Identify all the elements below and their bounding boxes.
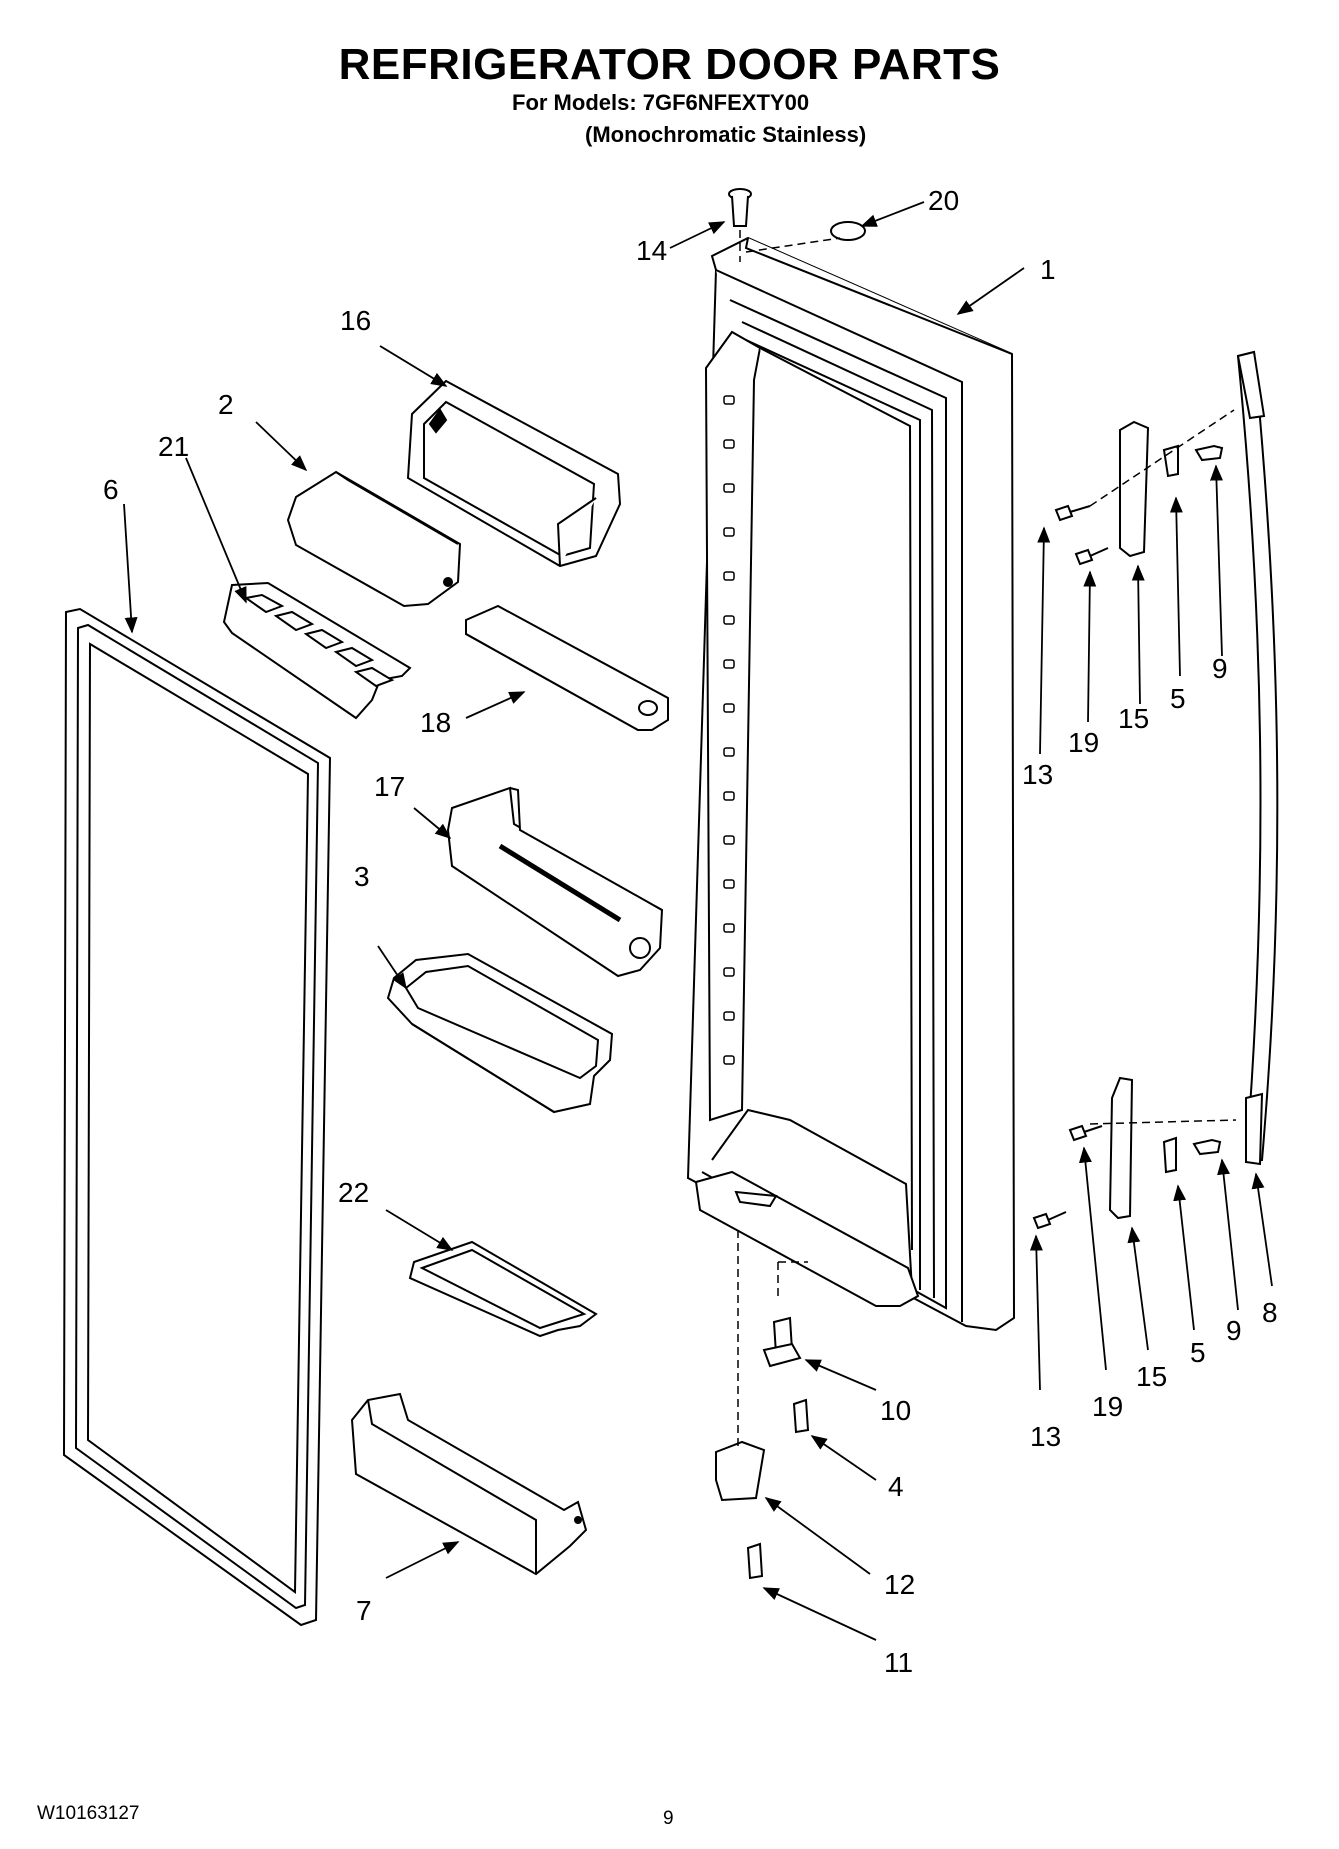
- callout-5: 5: [1170, 683, 1186, 714]
- shelf-lid-part: [286, 470, 462, 608]
- page-title: REFRIGERATOR DOOR PARTS: [338, 40, 1001, 89]
- callout-5b: 5: [1190, 1337, 1206, 1368]
- cap-part: [830, 221, 866, 241]
- top-plug-part: [728, 188, 752, 227]
- model-variant: (Monochromatic Stainless): [585, 122, 867, 147]
- door-bin-part: [446, 786, 664, 978]
- callout-9: 9: [1212, 653, 1228, 684]
- document-number: W10163127: [37, 1803, 140, 1824]
- handle-part: [1236, 350, 1279, 1166]
- callout-19: 19: [1068, 727, 1099, 758]
- callout-8: 8: [1262, 1297, 1278, 1328]
- door-shelf-slots: [723, 395, 735, 1065]
- callout-9b: 9: [1226, 1315, 1242, 1346]
- callout-21: 21: [158, 431, 189, 462]
- callout-13: 13: [1022, 759, 1053, 790]
- callout-2: 2: [218, 389, 234, 420]
- door-gasket-part: [62, 607, 332, 1627]
- callout-12: 12: [884, 1569, 915, 1600]
- callout-14: 14: [636, 235, 667, 266]
- door-bin-large-part: [386, 952, 614, 1114]
- hinge-parts: [715, 1316, 810, 1580]
- callout-15b: 15: [1136, 1361, 1167, 1392]
- door-assembly-part: [686, 236, 1016, 1332]
- callout-17: 17: [374, 771, 405, 802]
- handle-mount-lower-part: [1108, 1076, 1134, 1220]
- callout-labels: 1 2 3 4 5 5 6 7 8 9 9 10 11 12 13 13 14 …: [103, 185, 1278, 1678]
- callout-10: 10: [880, 1395, 911, 1426]
- callout-20: 20: [928, 185, 959, 216]
- callout-19b: 19: [1092, 1391, 1123, 1422]
- callout-11: 11: [884, 1647, 913, 1678]
- dairy-bin-part: [406, 379, 622, 568]
- leader-arrows: [123, 201, 1273, 1641]
- callout-4: 4: [888, 1471, 904, 1502]
- callout-1: 1: [1040, 254, 1056, 285]
- model-line: For Models: 7GF6NFEXTY00: [512, 90, 810, 115]
- bottom-bin-part: [350, 1392, 588, 1576]
- egg-tray-part: [222, 581, 412, 720]
- small-tray-part: [408, 1240, 598, 1338]
- callout-6: 6: [103, 474, 119, 505]
- callout-3: 3: [354, 861, 370, 892]
- callout-18: 18: [420, 707, 451, 738]
- callout-15: 15: [1118, 703, 1149, 734]
- callout-13b: 13: [1030, 1421, 1061, 1452]
- callout-7: 7: [356, 1595, 372, 1626]
- page-number: 9: [663, 1808, 674, 1829]
- callout-22: 22: [338, 1177, 369, 1208]
- screws-and-clips: [1032, 444, 1224, 1230]
- callout-16: 16: [340, 305, 371, 336]
- shelf-rail-part: [465, 604, 669, 731]
- handle-mount-upper-part: [1119, 420, 1150, 558]
